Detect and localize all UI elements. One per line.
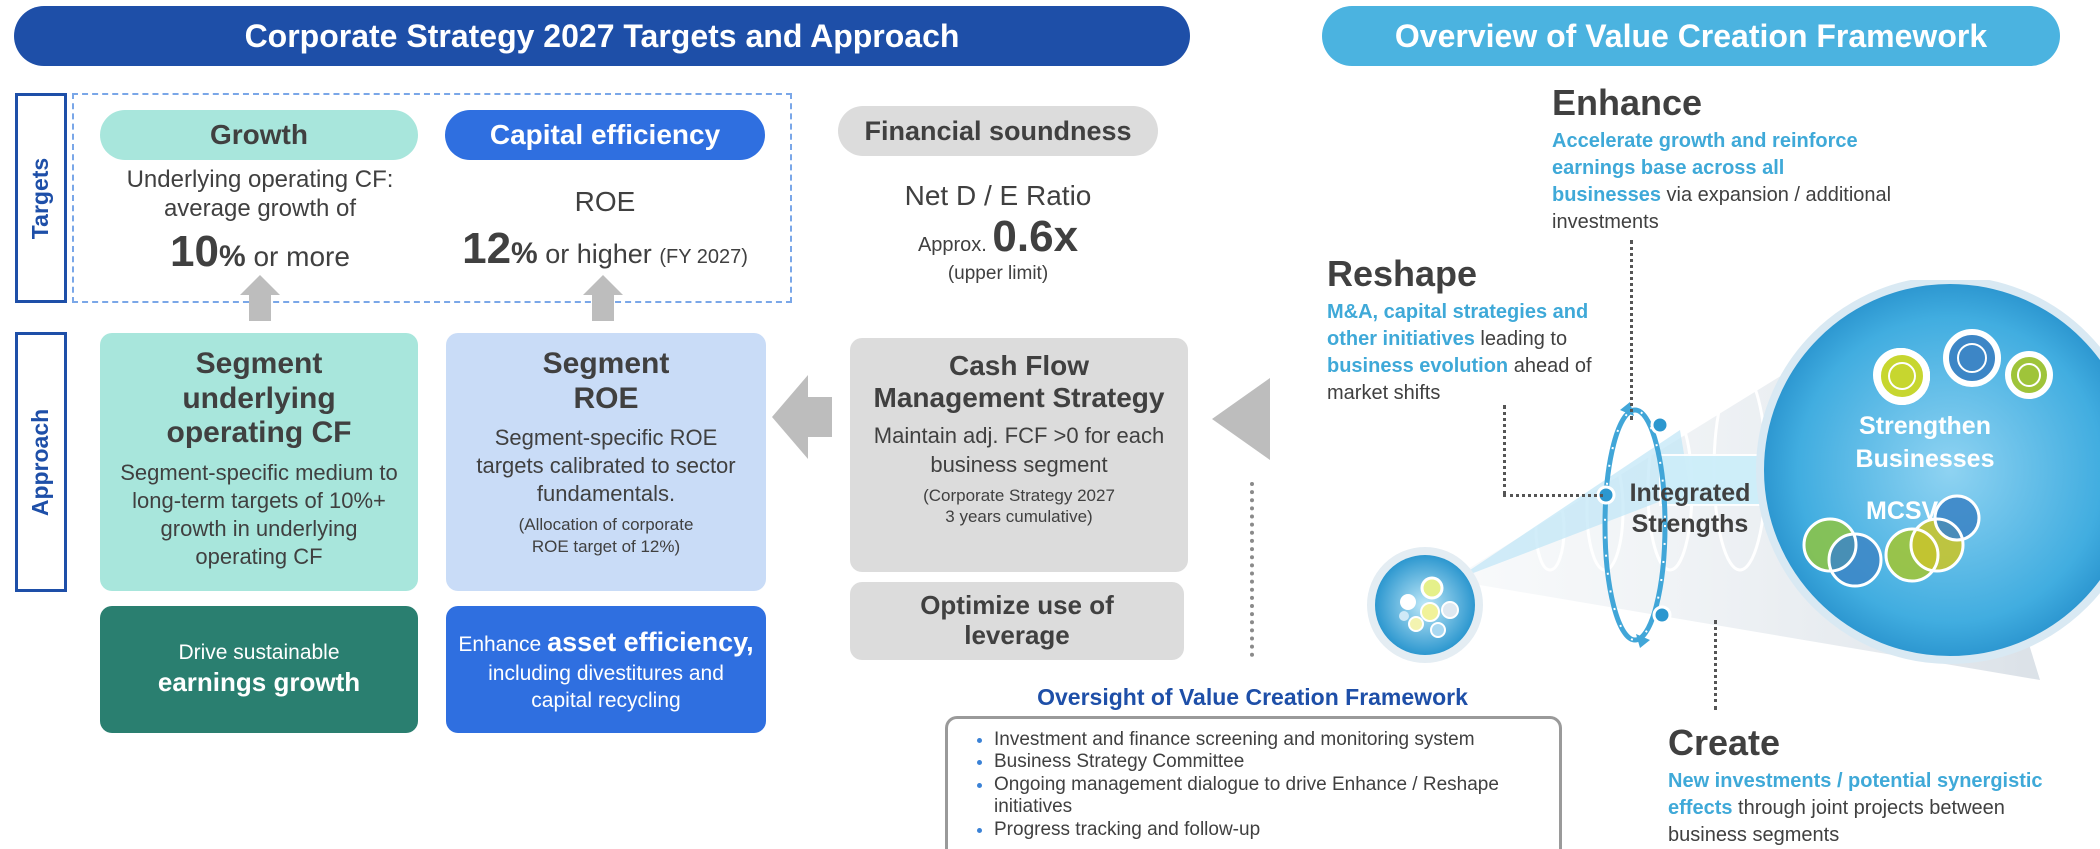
growth-value: 10: [170, 226, 219, 276]
oversight-item: Investment and finance screening and mon…: [994, 729, 1543, 751]
segment-roe-title-1: Segment: [542, 347, 670, 380]
mcsv-label: MCSV: [1866, 497, 1939, 525]
oversight-box: Investment and finance screening and mon…: [945, 716, 1562, 849]
targets-side-label: Targets: [15, 93, 67, 303]
reshape-block: Reshape M&A, capital strategies and othe…: [1327, 253, 1627, 407]
capital-target: ROE 12% or higher (FY 2027): [440, 185, 770, 275]
right-banner-title: Overview of Value Creation Framework: [1394, 17, 1988, 54]
capital-up-arrow: [583, 275, 623, 321]
financial-metric: Net D / E Ratio: [904, 180, 1092, 211]
leverage-box: Optimize use of leverage: [850, 582, 1184, 660]
left-banner-title: Corporate Strategy 2027 Targets and Appr…: [244, 17, 960, 54]
dotted-connector: [1250, 482, 1254, 657]
targets-dashed-frame: [72, 93, 792, 303]
cash-flow-text: Maintain adj. FCF >0 for each business s…: [873, 423, 1165, 477]
growth-pill: Growth: [100, 110, 418, 160]
cash-flow-note-1: (Corporate Strategy 2027: [923, 485, 1115, 505]
cash-flow-note-2: 3 years cumulative): [945, 506, 1093, 526]
cash-flow-box: Cash Flow Management Strategy Maintain a…: [850, 338, 1188, 572]
segment-roe-note-1: (Allocation of corporate: [518, 515, 694, 535]
enhance-dotted-line: [1630, 240, 1633, 420]
segment-cf-box: Segment underlying operating CF Segment-…: [100, 333, 418, 591]
create-rest: through joint projects between business …: [1668, 797, 2005, 846]
enhance-highlight: Accelerate growth and reinforce earnings…: [1552, 130, 1858, 206]
financial-soundness-pill: Financial soundness: [838, 106, 1158, 156]
mcsv-cluster: [1802, 494, 1981, 588]
capital-pct: %: [511, 236, 538, 270]
oversight-title: Oversight of Value Creation Framework: [1037, 684, 1468, 710]
financial-note: (upper limit): [947, 262, 1049, 284]
oversight-item: Business Strategy Committee: [994, 751, 1543, 773]
create-highlight: New investments / potential synergistic …: [1668, 770, 2043, 819]
financial-target: Net D / E Ratio Approx. 0.6x (upper limi…: [838, 180, 1158, 285]
growth-line1: Underlying operating CF:: [126, 166, 394, 193]
segment-cf-title: Segment underlying operating CF: [166, 347, 352, 449]
growth-suffix: or more: [245, 240, 350, 272]
growth-up-arrow: [240, 275, 280, 321]
integrated-strengths-label: Integrated Strengths: [1629, 479, 1751, 539]
left-pointing-arrow: [772, 375, 832, 459]
segment-roe-box: Segment ROE Segment-specific ROE targets…: [446, 333, 766, 591]
enhance-block: Enhance Accelerate growth and reinforce …: [1552, 82, 1892, 236]
financial-approx: Approx.: [917, 234, 993, 257]
reshape-mid: leading to: [1474, 328, 1568, 350]
enhance-rest: via expansion / additional investments: [1552, 184, 1892, 233]
left-triangle-pointer: [1212, 378, 1270, 460]
drive-line2: earnings growth: [157, 667, 361, 698]
capital-value: 12: [462, 223, 512, 273]
origin-circle: [1367, 547, 1483, 663]
right-banner: Overview of Value Creation Framework: [1322, 6, 2060, 66]
oversight-list: Investment and finance screening and mon…: [972, 729, 1543, 841]
segment-roe-note-2: ROE target of 12%): [531, 536, 681, 556]
cash-flow-title: Cash Flow Management Strategy: [873, 350, 1165, 414]
enhance-asset-bold: asset efficiency,: [547, 626, 754, 657]
enhance-asset-pre: Enhance: [458, 632, 548, 656]
reshape-dotted-line-v: [1503, 405, 1506, 495]
growth-pct: %: [219, 239, 246, 273]
capital-efficiency-pill: Capital efficiency: [445, 110, 765, 160]
reshape-dotted-line-h: [1503, 494, 1603, 497]
enhance-asset-box: Enhance asset efficiency, including dive…: [446, 606, 766, 733]
oversight-item: Ongoing management dialogue to drive Enh…: [994, 774, 1543, 819]
segment-cf-text: Segment-specific medium to long-term tar…: [120, 459, 398, 569]
capital-metric: ROE: [574, 186, 636, 217]
drive-line1: Drive sustainable: [178, 640, 340, 664]
circles-all: [1875, 329, 2053, 403]
capital-note: (FY 2027): [659, 245, 748, 268]
strengthen-label: Strengthen Businesses: [1855, 412, 1995, 473]
segment-roe-title-2: ROE: [573, 381, 639, 415]
drive-growth-box: Drive sustainable earnings growth: [100, 606, 418, 733]
financial-value: 0.6x: [992, 212, 1079, 262]
capital-suffix: or higher: [537, 238, 660, 269]
reshape-rest: ahead of market shifts: [1327, 355, 1592, 404]
enhance-asset-rest: including divestitures and capital recyc…: [488, 661, 724, 713]
create-title: Create: [1668, 722, 1781, 763]
approach-side-label: Approach: [15, 332, 67, 592]
create-block: Create New investments / potential syner…: [1668, 722, 2088, 849]
reshape-title: Reshape: [1327, 253, 1478, 294]
left-banner: Corporate Strategy 2027 Targets and Appr…: [14, 6, 1190, 66]
integrated-ring: [1596, 402, 1672, 648]
enhance-title: Enhance: [1552, 82, 1703, 123]
growth-target: Underlying operating CF: average growth …: [95, 166, 425, 278]
leverage-title: Optimize use of leverage: [920, 590, 1114, 650]
segment-roe-text: Segment-specific ROE targets calibrated …: [476, 425, 736, 507]
reshape-highlight-2: business evolution: [1327, 355, 1509, 377]
oversight-item: Progress tracking and follow-up: [994, 819, 1543, 841]
reshape-highlight-1: M&A, capital strategies and other initia…: [1327, 301, 1589, 350]
growth-line2: average growth of: [163, 194, 357, 222]
create-dotted-line: [1714, 620, 1717, 710]
